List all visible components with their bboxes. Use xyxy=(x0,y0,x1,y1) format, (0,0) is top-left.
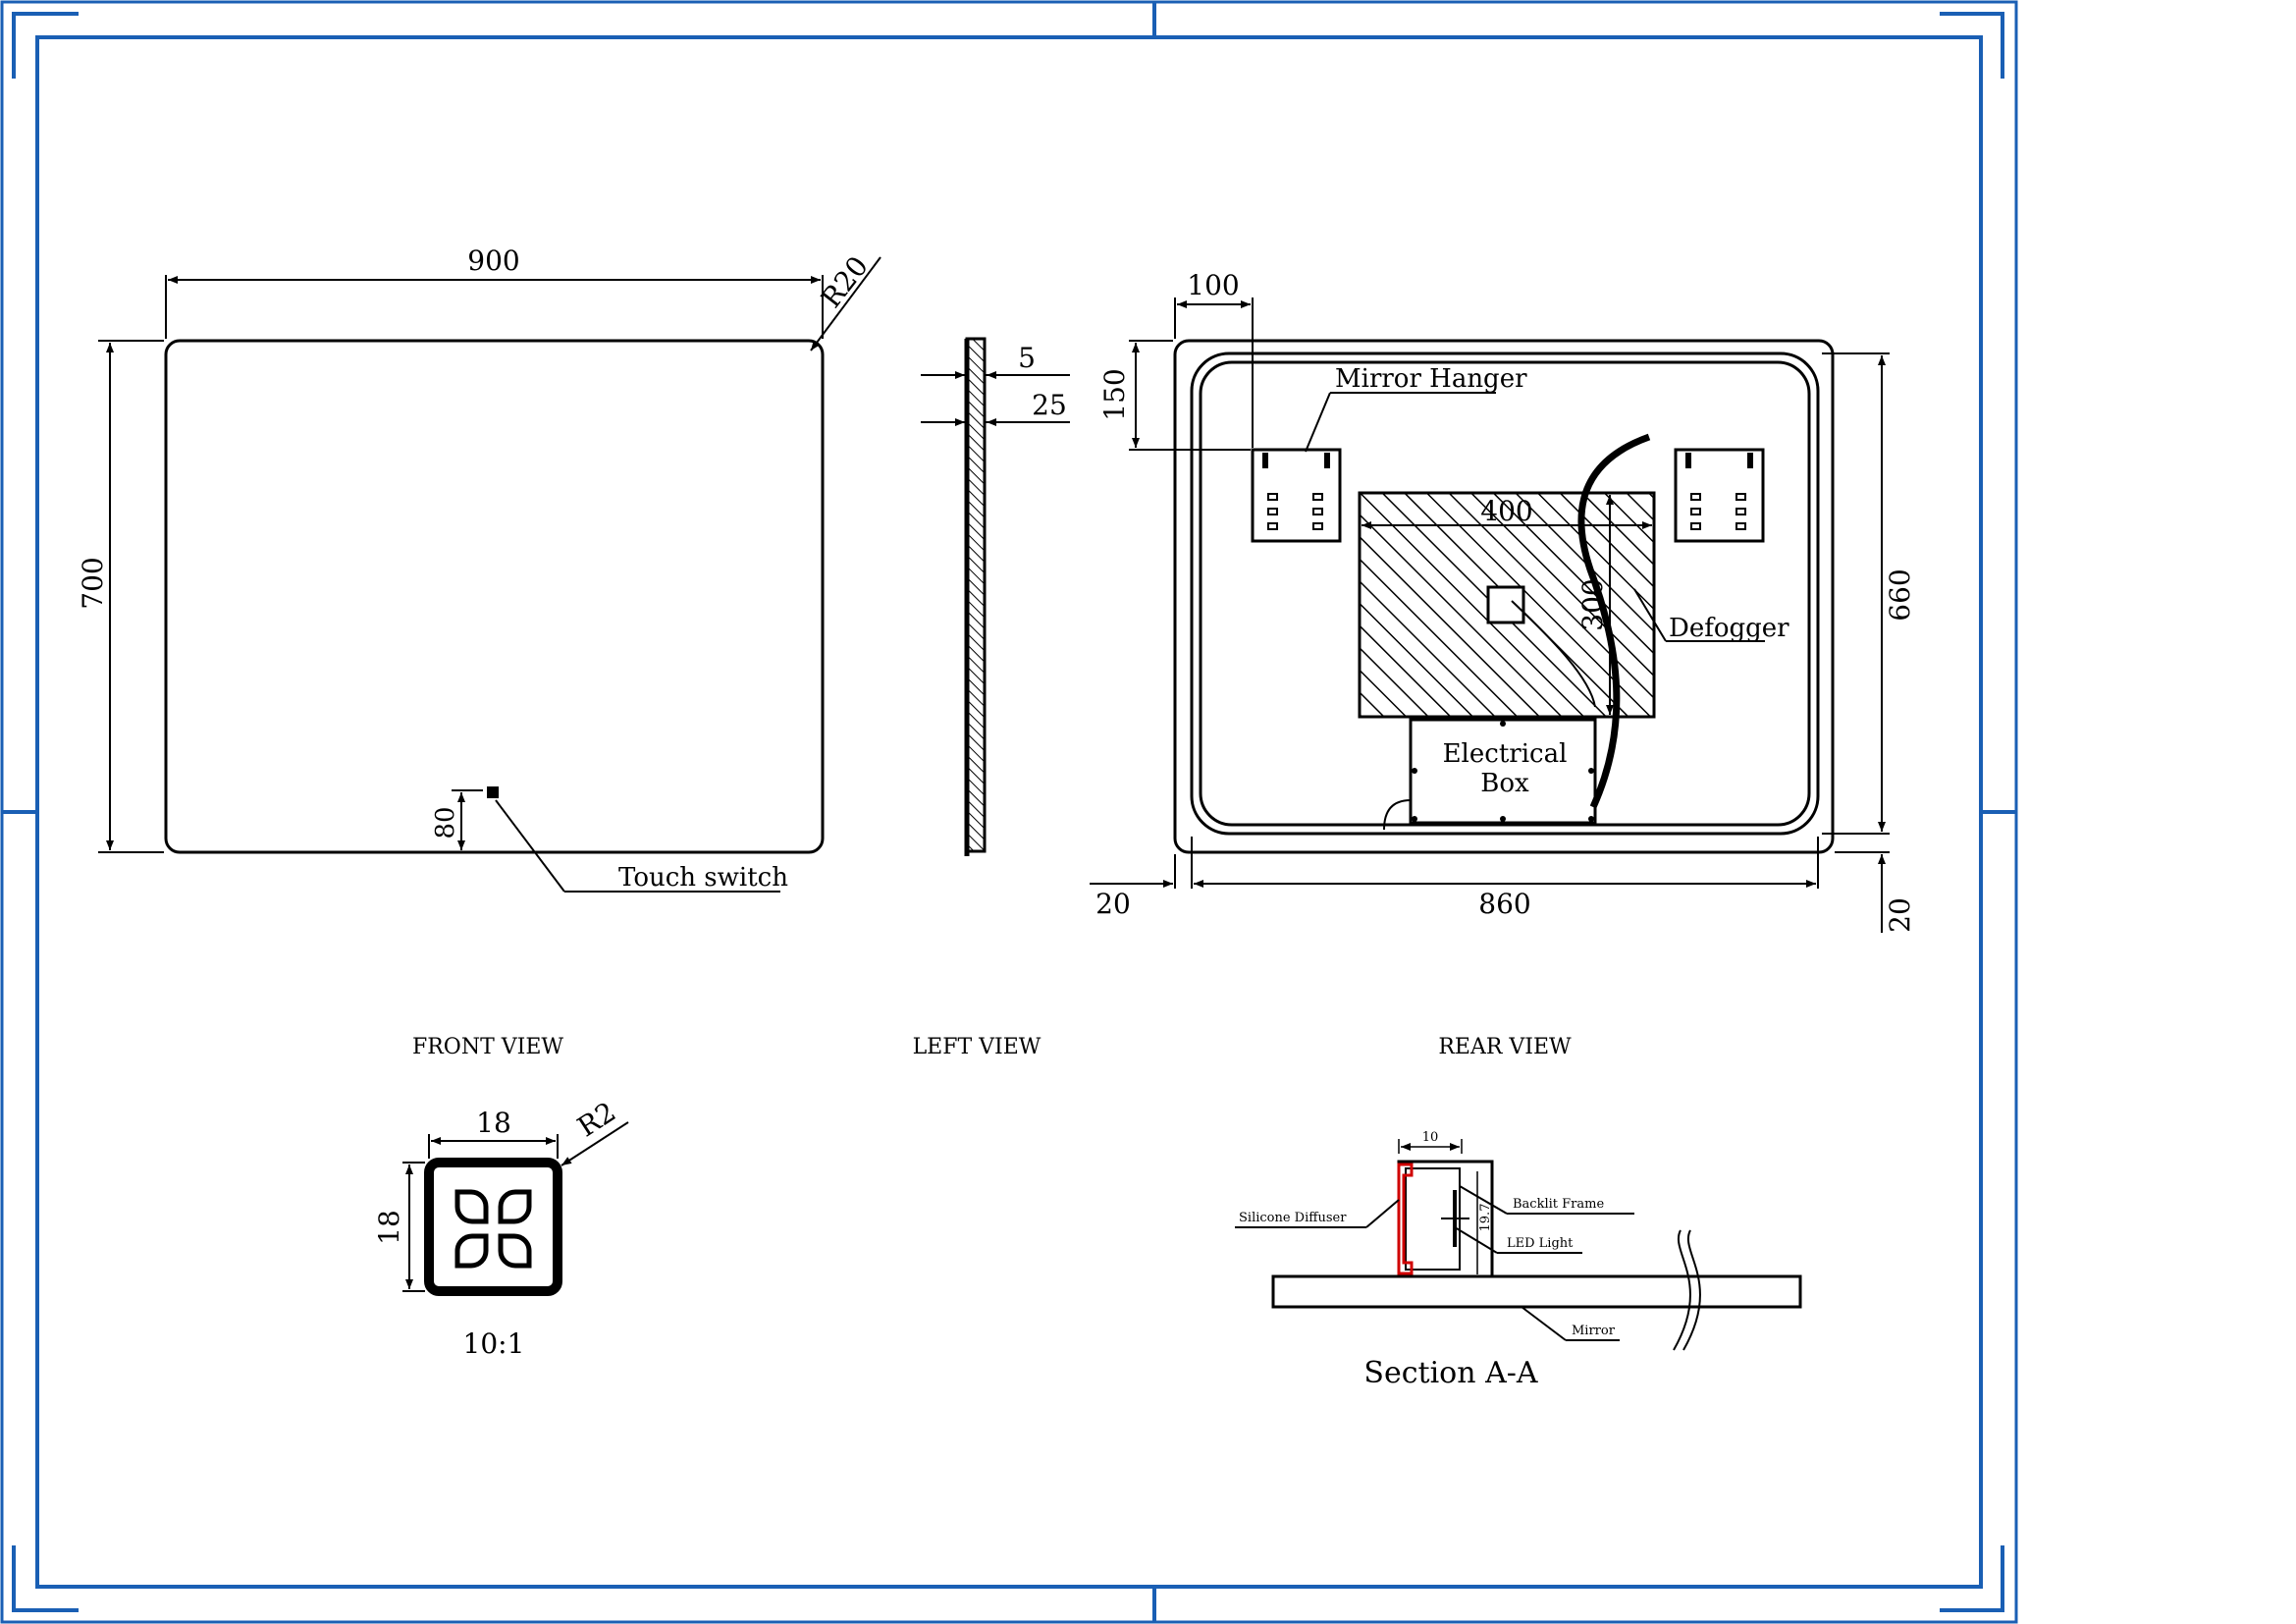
hanger-offset-y: 150 xyxy=(1098,368,1131,420)
section-height-dim: 19.7 xyxy=(1478,1204,1493,1232)
switch-height-dim: 18 xyxy=(373,1210,405,1245)
electrical-box-label-2: Box xyxy=(1480,769,1529,798)
switch-radius-dim: R2 xyxy=(572,1096,622,1144)
left-view-title: LEFT VIEW xyxy=(913,1035,1041,1059)
left-profile xyxy=(965,337,987,853)
mirror-hanger-left xyxy=(1251,448,1342,543)
mirror-hanger-label: Mirror Hanger xyxy=(1335,364,1527,394)
switch-scale-label: 10:1 xyxy=(463,1327,525,1360)
electrical-box-label-1: Electrical xyxy=(1443,739,1568,769)
front-width-dim: 900 xyxy=(467,244,519,277)
power-cable xyxy=(1577,433,1651,809)
section-a-a xyxy=(1235,1139,1802,1351)
front-radius-dim: R20 xyxy=(815,250,875,314)
front-view-title: FRONT VIEW xyxy=(412,1035,563,1059)
electrical-box xyxy=(1409,718,1597,825)
touch-switch-detail xyxy=(402,1121,629,1296)
hanger-offset-x: 100 xyxy=(1187,269,1239,301)
rear-margin-bottom-dim: 20 xyxy=(1884,897,1916,933)
switch-width-dim: 18 xyxy=(476,1107,511,1139)
left-view xyxy=(921,337,1070,856)
rear-frame-outer xyxy=(1190,352,1820,836)
section-title: Section A-A xyxy=(1363,1356,1537,1390)
front-mirror-outline xyxy=(164,339,825,854)
defogger-width-dim: 400 xyxy=(1480,495,1532,527)
silicone-diffuser-label: Silicone Diffuser xyxy=(1239,1211,1347,1225)
rear-frame-inner xyxy=(1199,360,1811,827)
mirror-hanger-right xyxy=(1674,448,1765,543)
rear-inner-height-dim: 660 xyxy=(1884,568,1916,621)
switch-petal-icon xyxy=(454,1189,532,1269)
section-silicone-diffuser xyxy=(1397,1163,1414,1275)
touch-switch-marker xyxy=(487,786,499,798)
section-width-dim: 10 xyxy=(1422,1130,1439,1145)
rear-inner-width-dim: 860 xyxy=(1478,888,1530,920)
front-height-dim: 700 xyxy=(77,557,109,609)
backlit-frame-label: Backlit Frame xyxy=(1513,1197,1604,1212)
front-view xyxy=(98,256,881,893)
mirror-label: Mirror xyxy=(1572,1324,1616,1338)
rear-view xyxy=(1090,298,1890,933)
switch-offset-dim: 80 xyxy=(431,806,460,839)
left-thickness-a: 5 xyxy=(1018,342,1036,374)
left-thickness-b: 25 xyxy=(1032,389,1067,421)
rear-outer-outline xyxy=(1173,339,1835,854)
sheet-border xyxy=(0,0,2018,1624)
touch-switch-label: Touch switch xyxy=(618,863,788,893)
section-mirror xyxy=(1271,1274,1802,1309)
rear-margin-left-dim: 20 xyxy=(1095,888,1131,920)
led-light-label: LED Light xyxy=(1507,1236,1574,1251)
defogger-height-dim: 300 xyxy=(1576,578,1609,630)
defogger-label: Defogger xyxy=(1669,614,1789,643)
rear-view-title: REAR VIEW xyxy=(1438,1035,1572,1059)
